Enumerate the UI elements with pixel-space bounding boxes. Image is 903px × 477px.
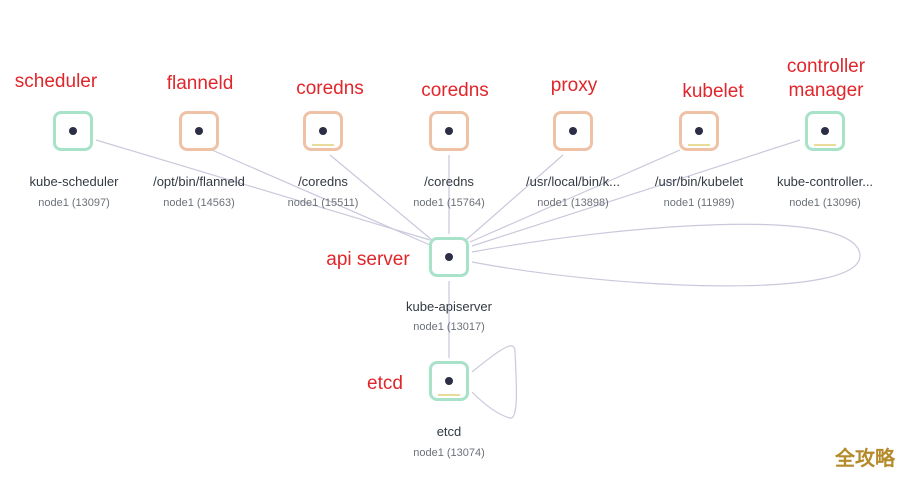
node-etcd-pid: node1 (13074) bbox=[413, 447, 485, 459]
node-etcd-name: etcd bbox=[436, 424, 462, 439]
annotation-etcd: etcd bbox=[367, 373, 403, 394]
annotation-flanneld: flanneld bbox=[166, 73, 234, 94]
node-status-bar bbox=[438, 394, 460, 396]
edge-apiserver-self-loop bbox=[471, 223, 861, 287]
node-kubelet[interactable] bbox=[679, 111, 719, 151]
node-proxy[interactable] bbox=[553, 111, 593, 151]
node-dot bbox=[445, 127, 453, 135]
node-scheduler[interactable] bbox=[53, 111, 93, 151]
annotation-controller-line2: manager bbox=[788, 80, 864, 101]
node-apiserver[interactable] bbox=[429, 237, 469, 277]
node-dot bbox=[195, 127, 203, 135]
node-kubelet-pid: node1 (11989) bbox=[663, 197, 735, 209]
edge-kubelet-apiserver bbox=[469, 149, 681, 243]
node-coredns-1[interactable] bbox=[303, 111, 343, 151]
node-status-bar bbox=[312, 144, 334, 146]
edge-etcd-self-loop bbox=[471, 345, 517, 419]
annotation-api-server: api server bbox=[326, 249, 410, 270]
node-scheduler-pid: node1 (13097) bbox=[38, 197, 110, 209]
node-dot bbox=[69, 127, 77, 135]
annotation-coredns-2: coredns bbox=[421, 80, 489, 101]
edge-flanneld-apiserver bbox=[211, 149, 431, 246]
node-flanneld[interactable] bbox=[179, 111, 219, 151]
node-scheduler-name: kube-scheduler bbox=[29, 174, 119, 189]
node-dot bbox=[569, 127, 577, 135]
node-controller-name: kube-controller... bbox=[776, 174, 874, 189]
node-status-bar bbox=[688, 144, 710, 146]
edge-scheduler-apiserver bbox=[95, 139, 431, 241]
node-controller-pid: node1 (13096) bbox=[789, 197, 861, 209]
annotation-controller-line1: controller bbox=[786, 56, 866, 77]
edge-proxy-apiserver bbox=[465, 154, 564, 241]
annotation-scheduler: scheduler bbox=[14, 71, 98, 92]
node-status-bar bbox=[814, 144, 836, 146]
annotation-kubelet: kubelet bbox=[682, 81, 744, 102]
node-proxy-name: /usr/local/bin/k... bbox=[526, 174, 620, 189]
node-coredns-2[interactable] bbox=[429, 111, 469, 151]
node-coredns-1-name: /coredns bbox=[298, 174, 348, 189]
edge-controller-apiserver bbox=[471, 139, 801, 247]
node-controller[interactable] bbox=[805, 111, 845, 151]
node-coredns-2-name: /coredns bbox=[424, 174, 474, 189]
node-apiserver-name: kube-apiserver bbox=[406, 299, 492, 314]
annotation-coredns-1: coredns bbox=[296, 78, 364, 99]
node-coredns-1-pid: node1 (15511) bbox=[287, 197, 359, 209]
node-dot bbox=[319, 127, 327, 135]
node-proxy-pid: node1 (13898) bbox=[537, 197, 609, 209]
node-flanneld-name: /opt/bin/flanneld bbox=[153, 174, 245, 189]
node-dot bbox=[695, 127, 703, 135]
node-dot bbox=[821, 127, 829, 135]
node-dot bbox=[445, 253, 453, 261]
node-flanneld-pid: node1 (14563) bbox=[163, 197, 235, 209]
node-apiserver-pid: node1 (13017) bbox=[413, 321, 485, 333]
node-dot bbox=[445, 377, 453, 385]
node-etcd[interactable] bbox=[429, 361, 469, 401]
node-kubelet-name: /usr/bin/kubelet bbox=[654, 174, 744, 189]
node-coredns-2-pid: node1 (15764) bbox=[413, 197, 485, 209]
watermark: 全攻略 bbox=[835, 446, 895, 470]
annotation-proxy: proxy bbox=[550, 75, 598, 96]
edge-coredns1-apiserver bbox=[329, 154, 433, 241]
